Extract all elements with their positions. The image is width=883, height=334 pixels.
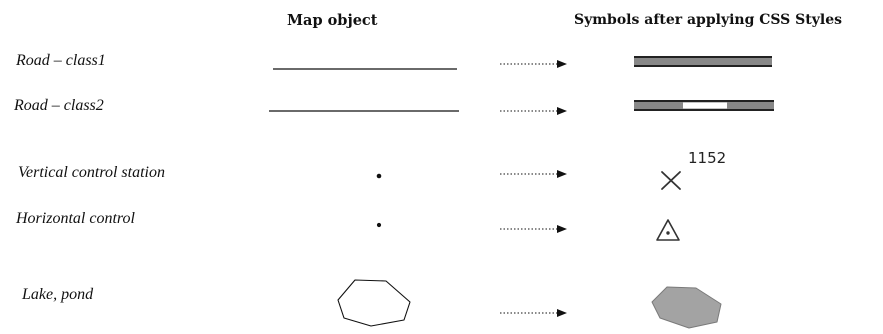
row-label-horizontal-control: Horizontal control [16, 210, 135, 227]
cross-symbol [661, 171, 681, 190]
map-object-header: Map object [287, 12, 378, 29]
horizontal-control-point [376, 222, 382, 228]
symbols-header: Symbols after applying CSS Styles [574, 12, 842, 28]
elevation-value: 1152 [688, 149, 727, 167]
road-class1-symbol [634, 56, 772, 67]
row-label-vertical-control-station: Vertical control station [18, 164, 165, 181]
triangle-symbol [656, 219, 680, 241]
row-label-lake-pond: Lake, pond [22, 286, 94, 303]
lake-polygon-outline [337, 279, 411, 327]
row-label-road-class1: Road – class1 [16, 52, 106, 69]
road-class2-symbol [634, 100, 774, 111]
row-label-road-class2: Road – class2 [14, 97, 104, 114]
filled-polygon-symbol [651, 286, 722, 329]
vertical-control-point [376, 173, 382, 179]
